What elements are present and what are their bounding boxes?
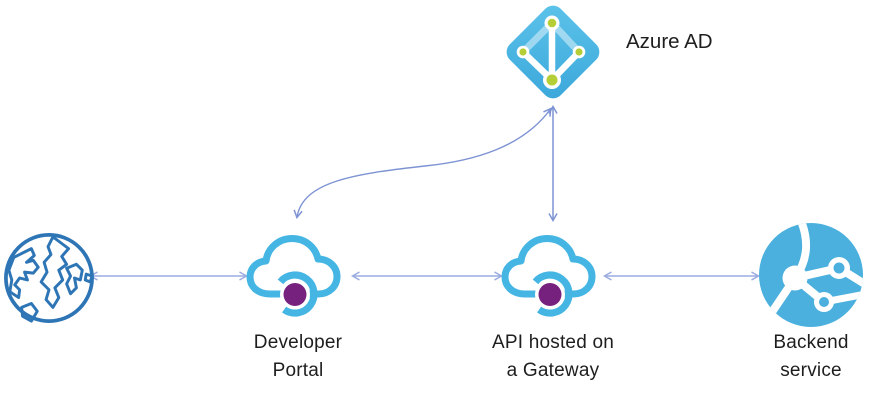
backend-service-label: Backend service [711,329,890,385]
api-gateway-label-line2: a Gateway [506,360,600,381]
globe-icon [4,233,94,323]
developer-portal-label: Developer Portal [198,329,398,385]
portal-dot [283,283,307,306]
developer-portal-label-line2: Portal [272,360,324,381]
backend-service-label-line1: Backend [773,332,849,353]
api-gateway-label-line1: API hosted on [492,332,614,353]
azure-ad-label: Azure AD [626,30,713,53]
api-management-cloud-icon [501,235,596,317]
api-management-cloud-icon [246,235,341,317]
backend-service-globe-icon [759,223,863,327]
developer-portal-label-line1: Developer [253,332,343,353]
azure-ad-icon [506,5,600,99]
api-gateway-label: API hosted on a Gateway [453,329,653,385]
portal-dot [538,283,562,306]
connector-azuread-portal-curved [297,109,551,217]
backend-service-label-line2: service [780,360,842,381]
